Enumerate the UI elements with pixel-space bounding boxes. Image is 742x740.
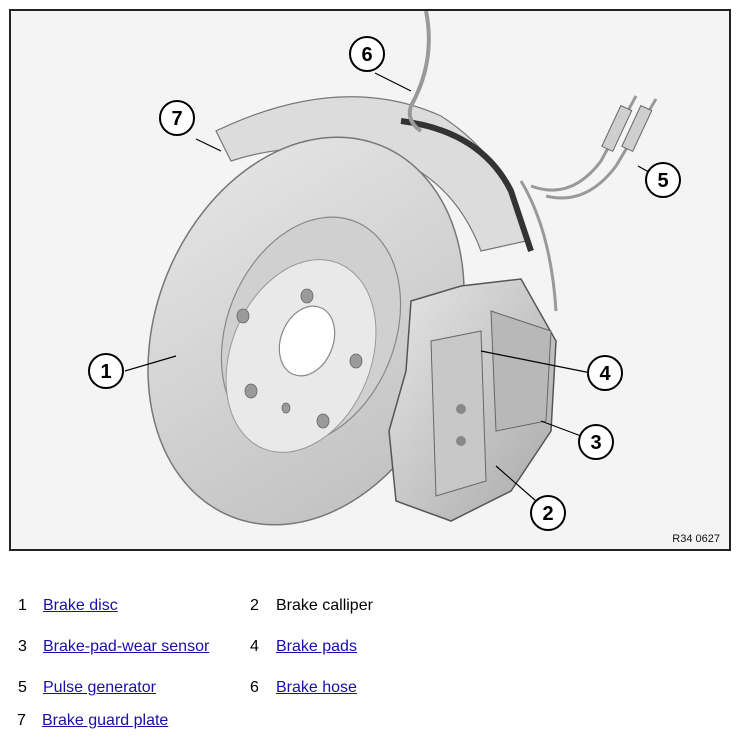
- brake-illustration: 1 2 3 4 5 6 7: [88, 11, 681, 531]
- svg-text:3: 3: [590, 432, 601, 454]
- svg-text:4: 4: [599, 363, 611, 385]
- guard-plate-edge: [400, 118, 534, 252]
- disc-bolt-holes: [236, 288, 363, 429]
- legend-number: 3: [18, 638, 27, 655]
- callout-2: 2: [530, 495, 566, 531]
- callout-4: 4: [587, 355, 623, 391]
- legend-number: 7: [17, 712, 26, 729]
- calliper-bolt: [456, 436, 466, 446]
- callout-3: 3: [578, 424, 614, 460]
- svg-text:2: 2: [542, 503, 553, 525]
- legend-number: 1: [18, 597, 27, 614]
- brake-calliper-label: Brake calliper: [276, 597, 373, 614]
- callout-7: 7: [159, 100, 195, 136]
- pulse-generator-link[interactable]: Pulse generator: [43, 679, 156, 696]
- calliper-body: [430, 330, 487, 497]
- callout-1: 1: [88, 353, 124, 389]
- svg-text:7: 7: [171, 108, 182, 130]
- brake-pad-wear-sensor-link[interactable]: Brake-pad-wear sensor: [43, 638, 210, 655]
- brake-hose-shape: [407, 11, 431, 133]
- calliper-bolt: [456, 404, 466, 414]
- svg-text:6: 6: [361, 44, 372, 66]
- brake-hose-link[interactable]: Brake hose: [276, 679, 357, 696]
- brake-disc-link[interactable]: Brake disc: [43, 597, 118, 614]
- svg-text:1: 1: [100, 361, 111, 383]
- legend-number: 4: [250, 638, 259, 655]
- pulse-generator-connector: [621, 104, 653, 153]
- disc-center-bore: [278, 305, 336, 377]
- legend-number: 5: [18, 679, 27, 696]
- brake-pads-shape: [490, 310, 552, 432]
- svg-text:5: 5: [657, 170, 668, 192]
- callout-5: 5: [645, 162, 681, 198]
- sensor-cable: [545, 98, 658, 200]
- pulse-generator-connector: [601, 104, 633, 153]
- sensor-wire: [519, 180, 558, 312]
- sensor-cable: [530, 95, 638, 192]
- leader-lines: [124, 72, 657, 502]
- brake-assembly-figure: 1 2 3 4 5 6 7 R34 0627: [9, 9, 731, 551]
- callout-6: 6: [349, 36, 385, 72]
- legend-number: 6: [250, 679, 259, 696]
- brake-guard-plate-link[interactable]: Brake guard plate: [42, 712, 169, 729]
- legend-number: 2: [250, 597, 259, 614]
- brake-pads-link[interactable]: Brake pads: [276, 638, 357, 655]
- figure-code: R34 0627: [672, 533, 720, 545]
